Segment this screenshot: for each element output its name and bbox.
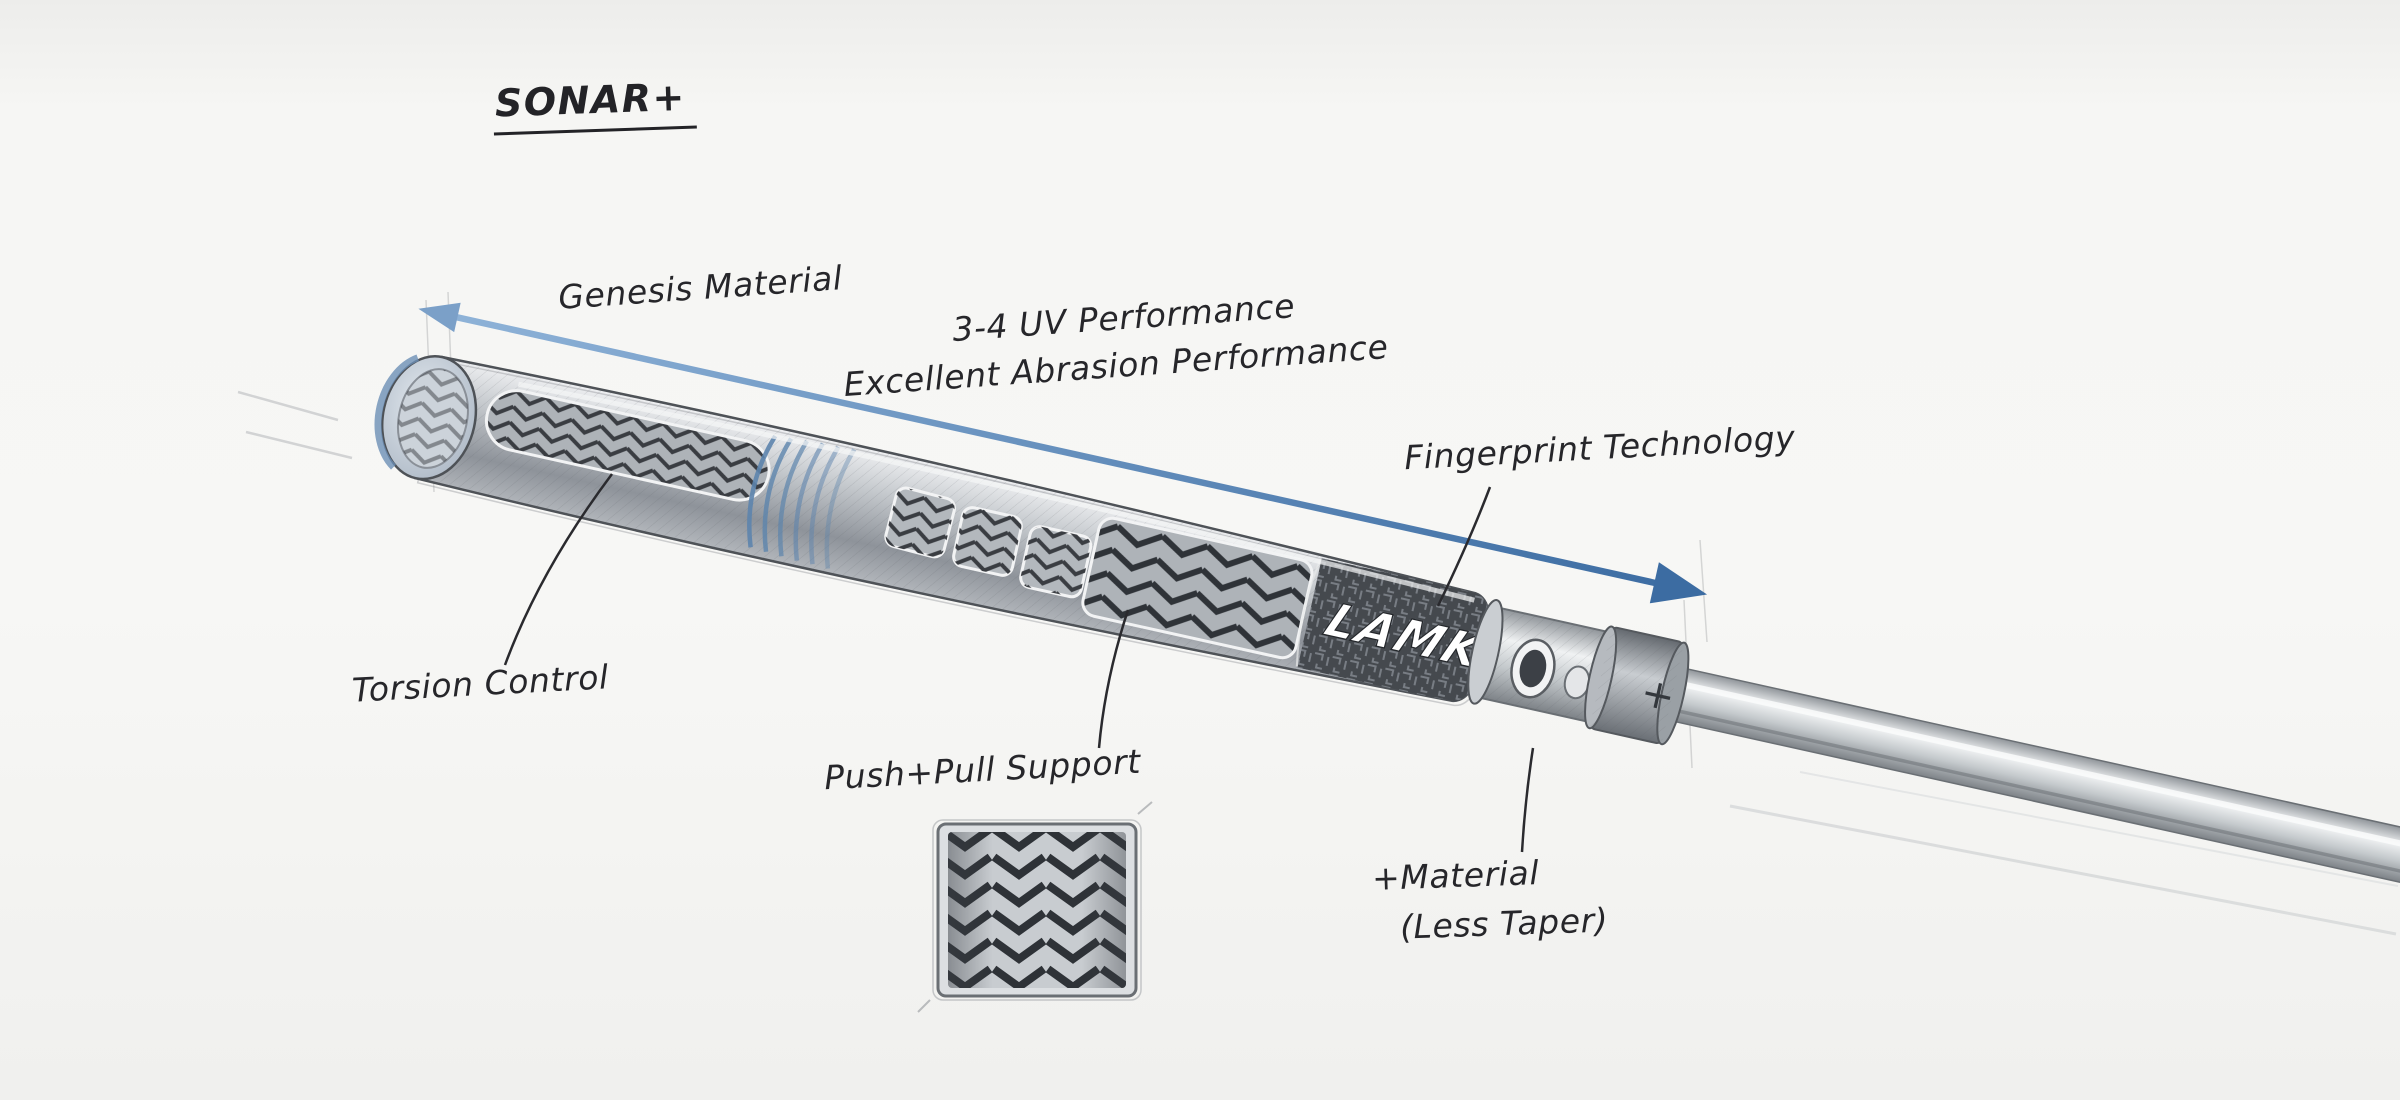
vent-hole-inner [1519, 649, 1547, 688]
motion-lines [237, 390, 2399, 936]
leader-push-pull [1097, 609, 1130, 749]
label-less-taper: (Less Taper) [1399, 900, 1609, 947]
leader-material [1520, 747, 1535, 853]
butt-cap [374, 354, 478, 481]
collar [1584, 625, 1690, 746]
torsion-panel [484, 389, 771, 502]
dimension-arrow [418, 302, 1708, 604]
pattern-tiles [884, 486, 1093, 599]
grip-tip-lip [1467, 599, 1504, 705]
leader-fingerprint [1436, 486, 1492, 607]
blue-accent-stripes [747, 434, 857, 569]
label-material: +Material [1371, 853, 1540, 898]
pattern-inset [917, 801, 1153, 1013]
page-title: SONAR+ [492, 74, 697, 136]
leader-torsion-control [503, 473, 614, 666]
shaft [1593, 650, 2400, 916]
grip-assembly: + [374, 302, 2400, 916]
grip-body: LAMK [414, 353, 1504, 717]
butt-cap-blue-rim [374, 354, 420, 470]
leader-lines [503, 473, 1535, 853]
arrowhead-left [418, 302, 461, 333]
arrowhead-right [1649, 562, 1708, 604]
